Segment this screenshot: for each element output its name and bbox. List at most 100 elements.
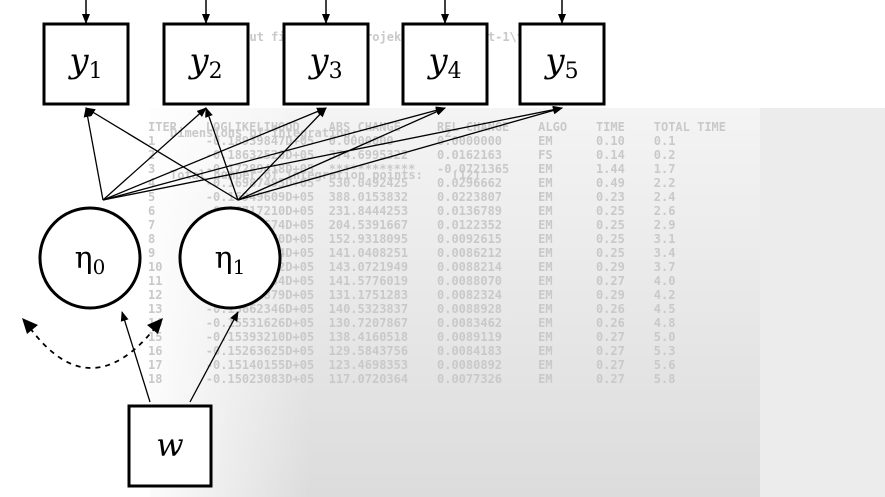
table-cell: 3 bbox=[148, 162, 206, 176]
table-cell: 0.0296662 bbox=[437, 176, 539, 190]
regression-arrow bbox=[189, 311, 239, 403]
table-cell: 5.6 bbox=[653, 358, 748, 372]
observed-variable-y2: y2 bbox=[162, 0, 250, 106]
table-cell: 0.27 bbox=[595, 274, 654, 288]
table-cell: 5 bbox=[148, 190, 206, 204]
table-cell: EM bbox=[538, 176, 596, 190]
table-cell: EM bbox=[538, 218, 596, 232]
table-cell: 0.0086212 bbox=[437, 246, 539, 260]
table-cell: 0.27 bbox=[595, 372, 654, 386]
table-cell: 3.4 bbox=[653, 246, 748, 260]
table-cell: 0.0000000 bbox=[437, 134, 539, 148]
observed-box bbox=[401, 22, 489, 106]
table-cell: 0.0089119 bbox=[437, 330, 539, 344]
covariate-box bbox=[127, 404, 213, 488]
table-cell: 12 bbox=[148, 288, 206, 302]
table-cell: 0.0092615 bbox=[437, 232, 539, 246]
table-cell: 1.7 bbox=[653, 162, 748, 176]
table-row: 18 -0.15023083D+05 117.0720364 0.0077326… bbox=[148, 372, 748, 386]
table-row: 16 -0.15263625D+05 129.5843756 0.0084183… bbox=[148, 344, 748, 358]
table-cell: 530.0492425 bbox=[328, 176, 437, 190]
table-cell: 6 bbox=[148, 204, 206, 218]
table-cell: 4.0 bbox=[653, 274, 748, 288]
regression-arrow bbox=[120, 311, 151, 403]
table-cell: 15 bbox=[148, 330, 206, 344]
table-cell: 11 bbox=[148, 274, 206, 288]
table-cell: 3.7 bbox=[653, 260, 748, 274]
table-cell: 0.25 bbox=[595, 204, 654, 218]
table-row: 5 -0.16949609D+05 388.0153832 0.0223807 … bbox=[148, 190, 748, 204]
table-cell: 2 bbox=[148, 148, 206, 162]
table-cell: -0.18939847D+05 bbox=[205, 134, 329, 148]
table-cell: 5.3 bbox=[653, 344, 748, 358]
table-cell: EM bbox=[538, 260, 596, 274]
table-cell: 4.5 bbox=[653, 302, 748, 316]
table-cell: 0.0080892 bbox=[437, 358, 539, 372]
table-cell: 0.14 bbox=[595, 148, 654, 162]
console-header-line: Dimensions of integration: 2 bbox=[170, 126, 452, 140]
table-cell: 2.6 bbox=[653, 204, 748, 218]
table-cell: 0.26 bbox=[595, 316, 654, 330]
column-header: REL CHANGE bbox=[437, 120, 539, 134]
covariate-w: w bbox=[127, 404, 213, 488]
latent-circle bbox=[38, 206, 142, 310]
table-cell: 0.26 bbox=[595, 302, 654, 316]
loading-arrow bbox=[85, 107, 239, 201]
covariance-arrowhead-right bbox=[147, 318, 163, 334]
latent-label: η1 bbox=[215, 241, 246, 279]
loading-arrow bbox=[102, 106, 446, 201]
table-cell: 0.0122352 bbox=[437, 218, 539, 232]
loading-arrow bbox=[83, 107, 104, 201]
table-cell: -0.18632520D+05 bbox=[205, 148, 329, 162]
table-cell: 2.9 bbox=[653, 218, 748, 232]
table-cell: 1 bbox=[148, 134, 206, 148]
table-cell: 2.2 bbox=[653, 176, 748, 190]
table-cell: ************ bbox=[328, 162, 437, 176]
table-row: 7 -0.16512674D+05 204.5391667 0.0122352 … bbox=[148, 218, 748, 232]
table-cell: EM bbox=[538, 330, 596, 344]
table-cell: 9 bbox=[148, 246, 206, 260]
column-header: ITER bbox=[148, 120, 206, 134]
table-cell: 10 bbox=[148, 260, 206, 274]
observed-box bbox=[518, 22, 606, 106]
loading-arrow bbox=[237, 106, 563, 201]
table-cell: 117.0720364 bbox=[328, 372, 437, 386]
table-cell: 0.25 bbox=[595, 246, 654, 260]
table-cell: 0.25 bbox=[595, 232, 654, 246]
table-cell: 3.1 bbox=[653, 232, 748, 246]
table-cell: 152.9318095 bbox=[328, 232, 437, 246]
table-cell: EM bbox=[538, 302, 596, 316]
table-cell: 18 bbox=[148, 372, 206, 386]
table-cell: 0.1 bbox=[653, 134, 748, 148]
table-cell: 17 bbox=[148, 358, 206, 372]
table-cell: EM bbox=[538, 190, 596, 204]
table-cell: 4.2 bbox=[653, 288, 748, 302]
observed-box bbox=[162, 22, 250, 106]
table-cell: EM bbox=[538, 358, 596, 372]
table-cell: 0.0082324 bbox=[437, 288, 539, 302]
table-cell: 0.27 bbox=[595, 330, 654, 344]
table-cell: 5.0 bbox=[653, 330, 748, 344]
table-cell: 0.0083462 bbox=[437, 316, 539, 330]
observed-label: y3 bbox=[307, 41, 342, 84]
table-cell: 1.44 bbox=[595, 162, 654, 176]
observed-box bbox=[42, 22, 130, 106]
latent-circle bbox=[178, 206, 282, 310]
latent-label: η0 bbox=[75, 241, 106, 279]
table-cell: 5.8 bbox=[653, 372, 748, 386]
table-cell: 130.7207867 bbox=[328, 316, 437, 330]
table-cell: EM bbox=[538, 204, 596, 218]
table-cell: 13 bbox=[148, 302, 206, 316]
table-row: 4 -0.16987495D+05 530.0492425 0.0296662 … bbox=[148, 176, 748, 190]
table-cell: EM bbox=[538, 344, 596, 358]
table-cell: 0.49 bbox=[595, 176, 654, 190]
table-cell: 141.0408251 bbox=[328, 246, 437, 260]
table-cell: 7 bbox=[148, 218, 206, 232]
table-cell: EM bbox=[538, 246, 596, 260]
observed-variable-y4: y4 bbox=[401, 0, 489, 106]
table-cell: 4.8 bbox=[653, 316, 748, 330]
table-header-row: ITER LOGLIKELIHOOD ABS CHANGE REL CHANGE… bbox=[148, 120, 748, 134]
observed-variable-y3: y3 bbox=[282, 0, 370, 106]
